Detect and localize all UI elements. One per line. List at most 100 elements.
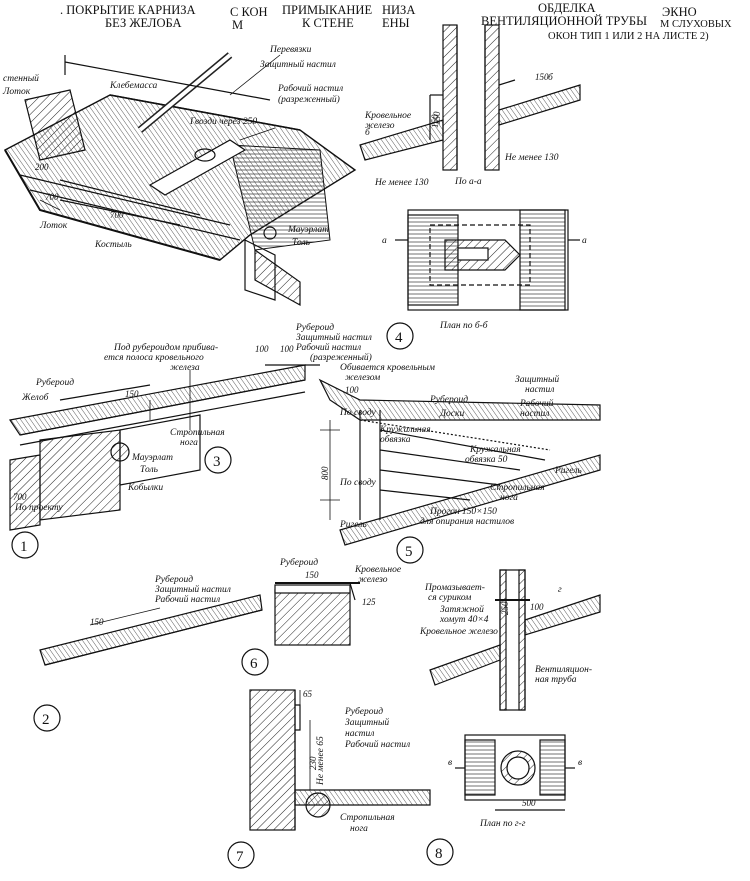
label-wall-partial: стенный — [3, 73, 39, 84]
dim-800: 800 — [320, 466, 330, 480]
label-working-a: Рабочий настил — [295, 342, 361, 353]
label-coated-2: ся суриком — [428, 593, 471, 603]
dim-150-b: 150 — [432, 111, 442, 125]
detail-marker-7 — [227, 841, 255, 869]
detail-number-5: 5 — [405, 544, 413, 560]
detail-number-6: 6 — [250, 656, 258, 672]
section-mark-b-left: б — [365, 127, 371, 138]
section-mark-a-right: а — [582, 236, 587, 246]
label-min-130-a: Не менее 130 — [374, 178, 429, 188]
dim-230: 230 — [308, 756, 318, 770]
header-title-3a: ПРИМЫКАНИЕ — [282, 3, 373, 17]
label-roof-iron-c: Кровельное железо — [419, 627, 498, 637]
header-title-2a: С КОН — [230, 5, 268, 19]
section-mark-g: г — [558, 585, 562, 595]
label-ruberoid-c: Рубероид — [429, 394, 468, 405]
detail-number-8: 8 — [435, 846, 443, 862]
label-covered-iron-2: железом — [345, 373, 380, 383]
label-nails: Гвозди через 250 — [189, 116, 257, 127]
dim-100-d: 100 — [530, 602, 544, 612]
detail-number-1: 1 — [20, 539, 28, 555]
label-tol-b: Толь — [140, 465, 159, 475]
detail-marker-1 — [11, 531, 39, 559]
label-strip-3: железа — [170, 363, 200, 373]
dim-100-b: 100 — [280, 344, 294, 354]
label-tray: Лоток — [39, 221, 68, 231]
dim-700-c: 700 — [13, 492, 27, 502]
label-gutter: Желоб — [21, 392, 50, 403]
label-protective-b: Защитный — [515, 374, 559, 385]
label-protective-d: Защитный — [345, 717, 389, 728]
label-ruberoid-d: Рубероид — [154, 574, 193, 585]
label-strip-2: ется полоса кровельного — [104, 353, 204, 363]
detail-number-7: 7 — [236, 849, 244, 865]
dim-150-e: 150 — [305, 570, 319, 580]
label-roofing-felt: Толь — [292, 238, 311, 248]
label-perevyazki: Перевязки — [269, 45, 312, 55]
header-title-6b: М СЛУХОВЫХ — [660, 19, 732, 30]
dim-150-d: 150 — [90, 617, 104, 627]
dim-150-f: 150 — [430, 114, 440, 128]
label-tray-2: Лоток — [2, 87, 31, 97]
label-rafter-c: Стропильная — [340, 813, 395, 823]
label-plan-bb: План по б-б — [439, 320, 489, 331]
label-rafter-a2: нога — [180, 438, 198, 448]
label-purlin-2: для опирания настилов — [420, 516, 514, 527]
section-mark-a-left: а — [382, 236, 387, 246]
detail-number-3: 3 — [213, 454, 221, 470]
label-protective-c: Защитный настил — [155, 584, 231, 595]
label-wall-plate: Мауэрлат — [287, 225, 329, 235]
label-coated: Промазывает- — [424, 583, 485, 593]
label-protective-b2: настил — [525, 385, 554, 395]
detail-number-4: 4 — [395, 330, 403, 346]
detail-number-2: 2 — [42, 712, 50, 728]
label-working-c: Рабочий настил — [154, 594, 220, 605]
label-by-vault-b: По своду — [339, 477, 377, 488]
dim-65: 65 — [303, 689, 313, 699]
label-bracket: Костыль — [94, 240, 132, 250]
label-curved-tie-2b: обвязка 50 — [465, 454, 508, 465]
dim-100-a: 100 — [255, 344, 269, 354]
header-title-6c: ОКОН ТИП 1 ИЛИ 2 НА ЛИСТЕ 2) — [548, 31, 709, 42]
label-min-65: Не менее 65 — [316, 736, 326, 786]
label-working-b2: настил — [520, 409, 549, 419]
label-klebemassa: Клебемасса — [109, 80, 158, 91]
dim-125: 125 — [362, 597, 376, 607]
detail-marker-3 — [204, 446, 232, 474]
detail-marker-4 — [386, 322, 414, 350]
dim-200: 200 — [35, 162, 49, 172]
label-roof-iron-b: Кровельное — [354, 565, 401, 575]
dim-100-c: 100 — [345, 385, 359, 395]
label-protective-deck: Защитный настил — [260, 59, 336, 70]
label-curved-tie-2: Кружальная — [469, 445, 521, 455]
header-title-2b: М — [232, 18, 244, 32]
dim-700-a: 700 — [45, 192, 59, 202]
detail-marker-8 — [426, 838, 454, 866]
detail-marker-6 — [241, 648, 269, 676]
label-curved-tie-1b: обвязка — [380, 434, 411, 445]
section-mark-b-right: б — [548, 72, 554, 83]
section-mark-v-right: в — [578, 758, 582, 768]
label-rafter-b: Стропильная — [490, 483, 545, 493]
label-mauerlat-b: Мауэрлат — [131, 453, 173, 463]
label-ruberoid-e: Рубероид — [279, 557, 318, 568]
label-roof-iron-2: железо — [365, 121, 395, 131]
label-rafter-b2: нога — [500, 493, 518, 503]
label-protective-a: Защитный настил — [296, 332, 372, 343]
label-covered-iron: Обивается кровельным — [340, 362, 435, 373]
label-purlin: Прогон 150×150 — [429, 507, 497, 517]
label-min-130-b: Не менее 130 — [504, 153, 559, 163]
label-vent-pipe-2: ная труба — [535, 674, 577, 685]
label-roof-iron: Кровельное — [364, 111, 411, 121]
label-sparse: (разреженный) — [278, 94, 340, 105]
header-title-4a: НИЗА — [382, 3, 416, 17]
header-title-1a: . ПОКРЫТИЕ КАРНИЗА — [60, 3, 196, 17]
label-rafter-c2: нога — [350, 824, 368, 834]
label-ruberoid-f: Рубероид — [344, 706, 383, 717]
detail-marker-2 — [33, 704, 61, 732]
label-section-aa: По а-а — [454, 177, 482, 187]
label-ruberoid-a: Рубероид — [295, 322, 334, 333]
label-working-d: Рабочий настил — [344, 739, 410, 750]
label-curved-tie-1: Кружальная — [379, 425, 431, 435]
label-rigel-b: Ригель — [339, 520, 367, 530]
